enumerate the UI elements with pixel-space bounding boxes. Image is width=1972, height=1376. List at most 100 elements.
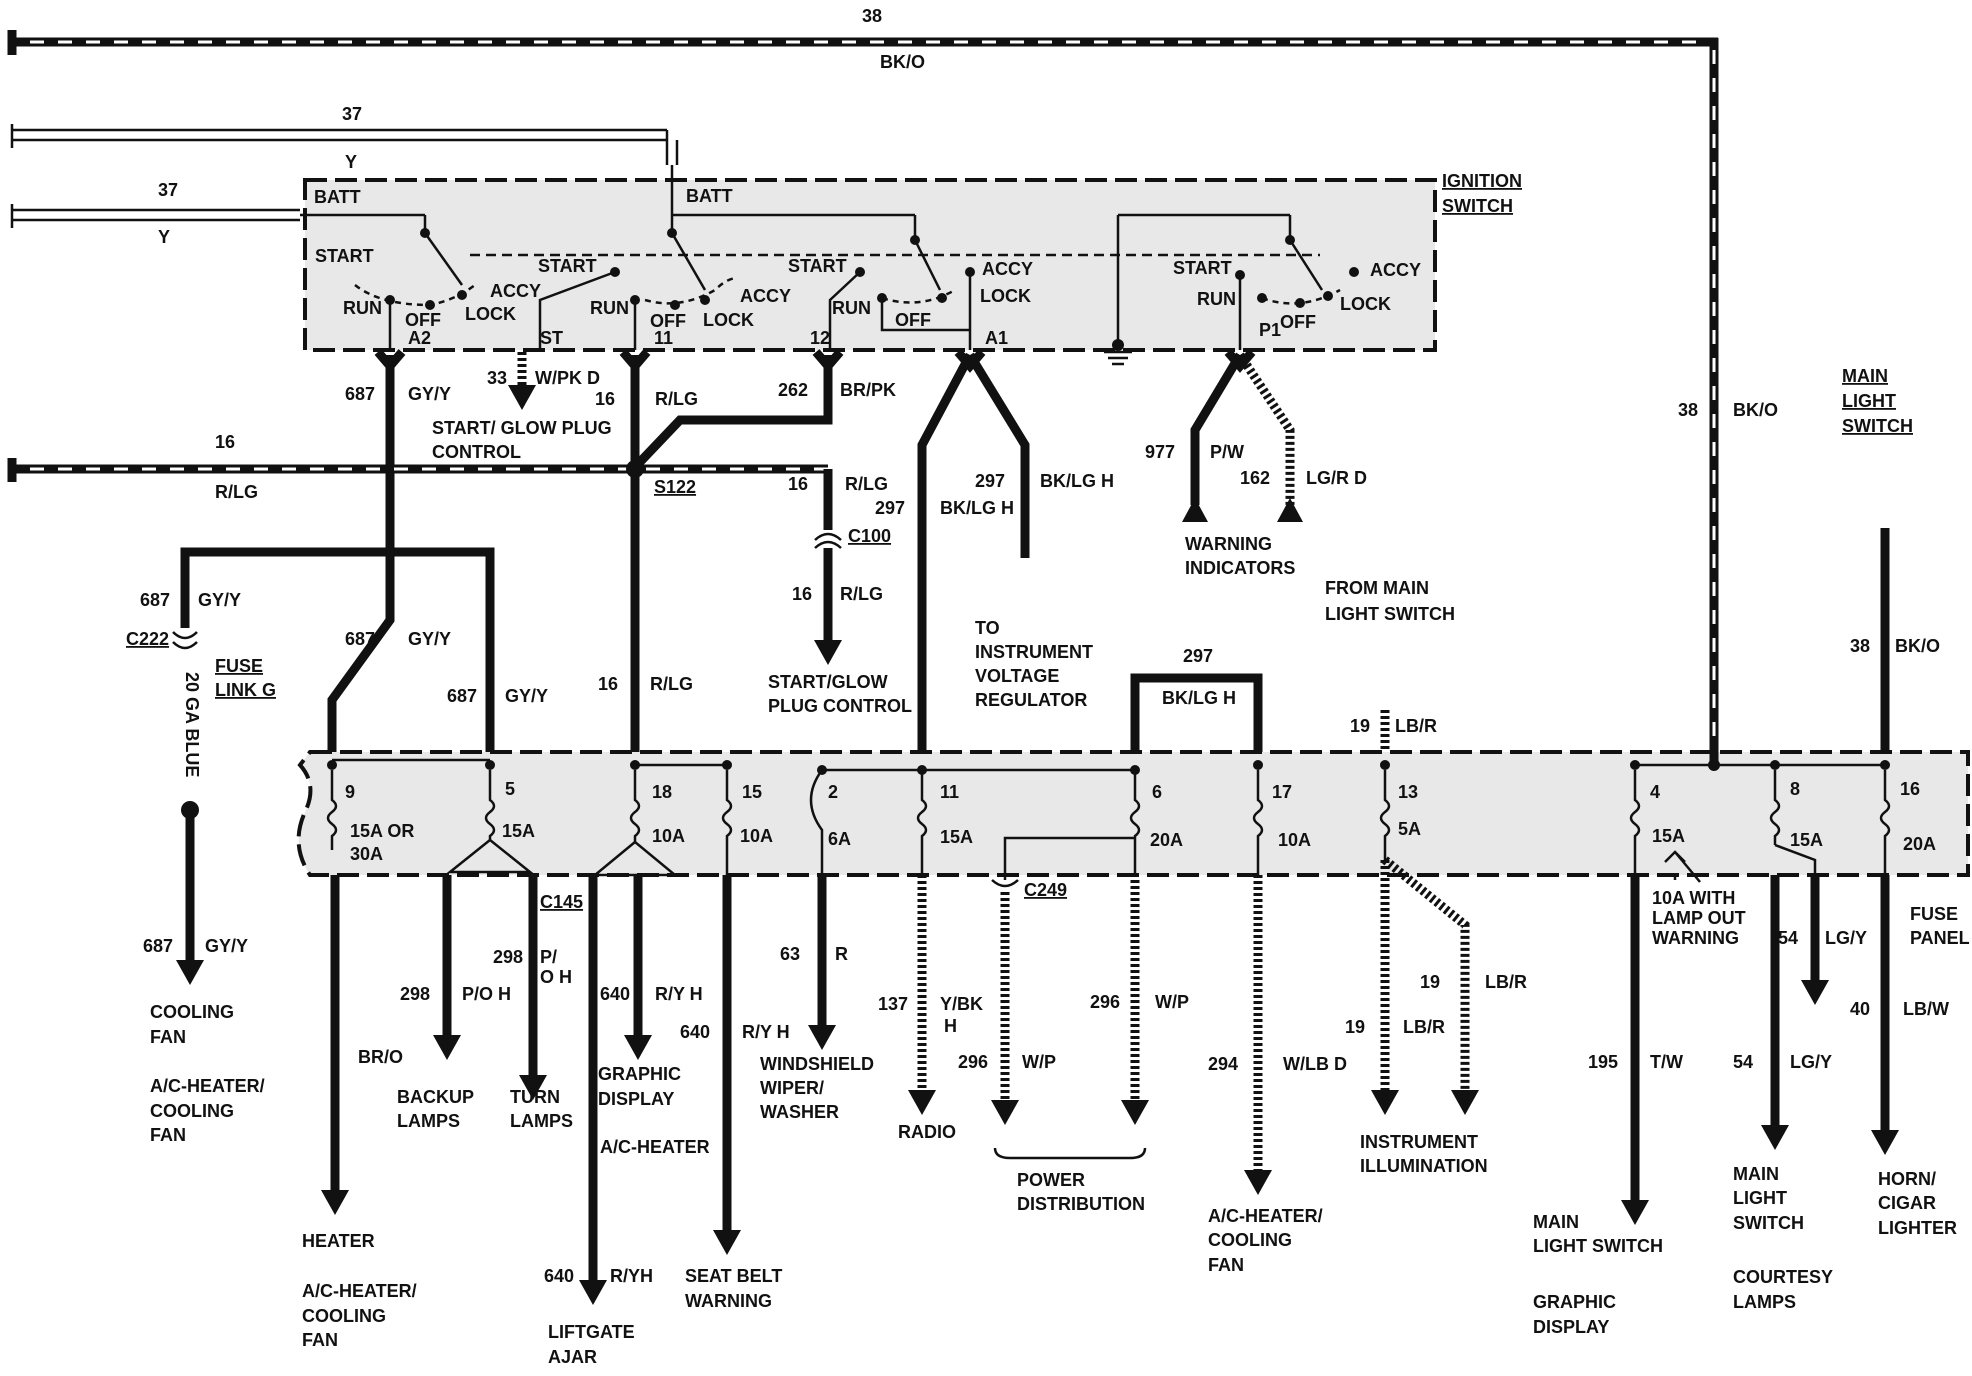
wire-19-b-color: LB/R bbox=[1403, 1017, 1445, 1037]
power-dist-line-1: POWER bbox=[1017, 1170, 1085, 1190]
fuse-5-number: 5 bbox=[505, 779, 515, 799]
fuse-8: 8 15A bbox=[1769, 760, 1823, 850]
wire-297-c-color: BK/LG H bbox=[1162, 688, 1236, 708]
mls-b-line-2: LIGHT bbox=[1733, 1188, 1787, 1208]
wire-19-c-color: LB/R bbox=[1485, 972, 1527, 992]
start-glow-a-line-2: CONTROL bbox=[432, 442, 521, 462]
wire-16-left-color: R/LG bbox=[215, 482, 258, 502]
wire-16-left-number: 16 bbox=[215, 432, 235, 452]
wire-294-number: 294 bbox=[1208, 1054, 1238, 1074]
instr-illum-line-2: ILLUMINATION bbox=[1360, 1156, 1488, 1176]
accy-label-1: ACCY bbox=[490, 281, 541, 301]
accy-label-4: ACCY bbox=[1370, 260, 1421, 280]
run-label-1: RUN bbox=[343, 298, 382, 318]
wire-162-color: LG/R D bbox=[1306, 468, 1367, 488]
wire-296-a-number: 296 bbox=[958, 1052, 988, 1072]
fuse-5: 5 15A bbox=[484, 760, 535, 841]
lock-label-1: LOCK bbox=[465, 304, 516, 324]
terminal-st: ST bbox=[540, 328, 563, 348]
wire-137-color-2: H bbox=[944, 1016, 957, 1036]
wire-37-b-color: Y bbox=[158, 227, 170, 247]
seatbelt-line-2: WARNING bbox=[685, 1291, 772, 1311]
wire-40-color: LB/W bbox=[1903, 999, 1949, 1019]
courtesy-line-1: COURTESY bbox=[1733, 1267, 1833, 1287]
wire-16-c-number: 16 bbox=[788, 474, 808, 494]
fuse-8-number: 8 bbox=[1790, 779, 1800, 799]
wire-37-a-color: Y bbox=[345, 152, 357, 172]
wire-40-number: 40 bbox=[1850, 999, 1870, 1019]
main-light-switch-label-1: MAIN bbox=[1842, 366, 1888, 386]
lamp-out-line-3: WARNING bbox=[1652, 928, 1739, 948]
fuse-9: 9 15A OR 30A bbox=[326, 760, 414, 864]
horn-line-2: CIGAR bbox=[1878, 1193, 1936, 1213]
wire-195-number: 195 bbox=[1588, 1052, 1618, 1072]
cooling-fan-line-1: COOLING bbox=[150, 1002, 234, 1022]
wire-38-right-number: 38 bbox=[1678, 400, 1698, 420]
liftgate-line-2: AJAR bbox=[548, 1347, 597, 1367]
lamp-out-line-1: 10A WITH bbox=[1652, 888, 1735, 908]
graphic-b-line-2: DISPLAY bbox=[1533, 1317, 1609, 1337]
splice-s122: S122 bbox=[654, 477, 696, 497]
wire-16-e-number: 16 bbox=[598, 674, 618, 694]
wire-298-b-color-1: P/ bbox=[540, 947, 557, 967]
backup-lamps-line-1: BACKUP bbox=[397, 1087, 474, 1107]
ac-cool-b-line-1: A/C-HEATER/ bbox=[302, 1281, 417, 1301]
wire-16-e-color: R/LG bbox=[650, 674, 693, 694]
wire-63-color: R bbox=[835, 944, 848, 964]
wire-298-b-number: 298 bbox=[493, 947, 523, 967]
turn-lamps-line-1: TURN bbox=[510, 1087, 560, 1107]
lock-label-3: LOCK bbox=[980, 286, 1031, 306]
wire-687-a-number: 687 bbox=[345, 384, 375, 404]
connector-c100: C100 bbox=[848, 526, 891, 546]
start-glow-b-line-2: PLUG CONTROL bbox=[768, 696, 912, 716]
fuse-2-number: 2 bbox=[828, 782, 838, 802]
wire-19-a-color: LB/R bbox=[1395, 716, 1437, 736]
to-ivr-line-2: INSTRUMENT bbox=[975, 642, 1093, 662]
wire-38-top-number: 38 bbox=[862, 6, 882, 26]
fuse-8-rating-1: 15A bbox=[1790, 830, 1823, 850]
wire-977-color: P/W bbox=[1210, 442, 1244, 462]
off-label-4: OFF bbox=[1280, 312, 1316, 332]
wire-33-number: 33 bbox=[487, 368, 507, 388]
wire-298-a-number: 298 bbox=[400, 984, 430, 1004]
fuse-link-label-1: FUSE bbox=[215, 656, 263, 676]
wire-640-a-color: R/Y H bbox=[655, 984, 703, 1004]
wire-687-c-color: GY/Y bbox=[408, 629, 451, 649]
to-ivr-line-1: TO bbox=[975, 618, 1000, 638]
fuse-link-label-2: LINK G bbox=[215, 680, 276, 700]
fuse-9-rating-2: 30A bbox=[350, 844, 383, 864]
fuse-15: 15 10A bbox=[721, 760, 773, 875]
fuse-11-number: 11 bbox=[940, 782, 959, 802]
ground-icon bbox=[1104, 339, 1132, 366]
turn-lamps-line-2: LAMPS bbox=[510, 1111, 573, 1131]
wire-19-c-number: 19 bbox=[1420, 972, 1440, 992]
liftgate-line-1: LIFTGATE bbox=[548, 1322, 635, 1342]
courtesy-line-2: LAMPS bbox=[1733, 1292, 1796, 1312]
ga-blue-label: 20 GA BLUE bbox=[182, 672, 202, 777]
accy-label-3: ACCY bbox=[982, 259, 1033, 279]
wire-137-color-1: Y/BK bbox=[940, 994, 983, 1014]
fuse-16: 16 20A bbox=[1879, 760, 1936, 875]
fuse-11: 11 15A bbox=[916, 765, 973, 875]
mls-a-line-1: MAIN bbox=[1533, 1212, 1579, 1232]
run-label-4: RUN bbox=[1197, 289, 1236, 309]
fuse-16-number: 16 bbox=[1900, 779, 1920, 799]
wire-687-b-number: 687 bbox=[140, 590, 170, 610]
wire-54-b-number: 54 bbox=[1733, 1052, 1753, 1072]
ac-cool-a-line-1: A/C-HEATER/ bbox=[150, 1076, 265, 1096]
fuse-17-rating-1: 10A bbox=[1278, 830, 1311, 850]
to-ivr-line-4: REGULATOR bbox=[975, 690, 1087, 710]
lock-label-2: LOCK bbox=[703, 310, 754, 330]
fuse-9-rating-1: 15A OR bbox=[350, 821, 414, 841]
wire-137-number: 137 bbox=[878, 994, 908, 1014]
wire-687-d-number: 687 bbox=[447, 686, 477, 706]
main-light-switch-label-2: LIGHT bbox=[1842, 391, 1896, 411]
wire-br-o-label: BR/O bbox=[358, 1047, 403, 1067]
wire-162-number: 162 bbox=[1240, 468, 1270, 488]
fuse-4-number: 4 bbox=[1650, 782, 1660, 802]
to-ivr-line-3: VOLTAGE bbox=[975, 666, 1059, 686]
wire-298-a-color: P/O H bbox=[462, 984, 511, 1004]
fuse-6: 6 20A bbox=[1129, 765, 1183, 875]
mls-b-line-1: MAIN bbox=[1733, 1164, 1779, 1184]
off-label-2: OFF bbox=[650, 311, 686, 331]
